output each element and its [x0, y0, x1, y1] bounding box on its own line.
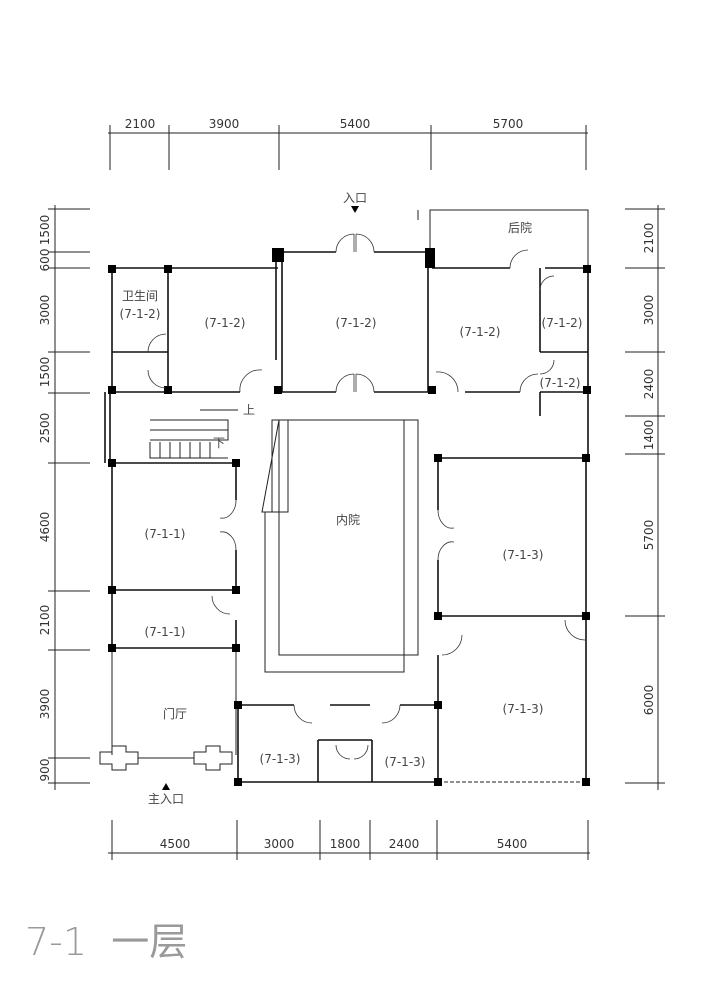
dim-top-2: 3900 — [209, 117, 240, 131]
courtyard-label: 内院 — [336, 513, 360, 527]
room-7-1-3-a: (7-1-3) — [503, 548, 544, 562]
dim-right-4: 1400 — [642, 420, 656, 451]
dim-top-1: 2100 — [125, 117, 156, 131]
room-7-1-1-a: (7-1-1) — [145, 527, 186, 541]
room-7-1-2-a: (7-1-2) — [205, 316, 246, 330]
staircase: 上 下 — [149, 403, 255, 459]
entrance-markers: 入口 主入口 — [148, 191, 367, 806]
dim-right-6: 6000 — [642, 685, 656, 716]
main-entrance-label: 主入口 — [148, 792, 184, 806]
dim-left-5: 2500 — [38, 413, 52, 444]
dim-left-3: 3000 — [38, 295, 52, 326]
room-7-1-2-b: (7-1-2) — [336, 316, 377, 330]
dim-bottom-4: 2400 — [389, 837, 420, 851]
main-entrance-posts — [99, 745, 233, 771]
walls — [104, 209, 589, 783]
dim-left-1: 1500 — [38, 215, 52, 246]
back-yard-label: 后院 — [508, 221, 532, 235]
top-entrance-label: 入口 — [343, 191, 367, 205]
room-7-1-2-e: (7-1-2) — [540, 376, 581, 390]
room-labels: 卫生间 (7-1-2) (7-1-2) (7-1-2) (7-1-2) (7-1… — [120, 221, 583, 769]
dim-bottom-3: 1800 — [330, 837, 361, 851]
plan-title: 7-1 一层 — [25, 920, 187, 964]
dim-left-4: 1500 — [38, 357, 52, 388]
room-7-1-2-c: (7-1-2) — [460, 325, 501, 339]
bathroom-code: (7-1-2) — [120, 307, 161, 321]
dim-bottom-2: 3000 — [264, 837, 295, 851]
room-7-1-2-d: (7-1-2) — [542, 316, 583, 330]
main-entrance-arrow-icon — [162, 783, 170, 790]
dim-top-3: 5400 — [340, 117, 371, 131]
dim-right-3: 2400 — [642, 369, 656, 400]
dim-left-2: 600 — [38, 249, 52, 272]
bathroom-name: 卫生间 — [122, 289, 158, 303]
dim-right-5: 5700 — [642, 520, 656, 551]
doors — [147, 233, 586, 760]
room-7-1-3-d: (7-1-3) — [385, 755, 426, 769]
dim-right-2: 3000 — [642, 295, 656, 326]
room-7-1-3-b: (7-1-3) — [503, 702, 544, 716]
room-7-1-3-c: (7-1-3) — [260, 752, 301, 766]
dim-bottom-1: 4500 — [160, 837, 191, 851]
top-entrance-arrow-icon — [351, 206, 359, 213]
stair-down-label: 下 — [213, 436, 225, 450]
right-dimension-chain: 2100 3000 2400 1400 5700 6000 — [625, 205, 665, 790]
dim-right-1: 2100 — [642, 223, 656, 254]
bottom-dimension-chain: 4500 3000 1800 2400 5400 — [108, 820, 590, 860]
dim-left-6: 4600 — [38, 512, 52, 543]
left-dimension-chain: 1500 600 3000 1500 2500 4600 2100 3900 9… — [38, 205, 90, 790]
top-dimension-chain: 2100 3900 5400 5700 — [108, 117, 588, 170]
dim-left-9: 900 — [38, 759, 52, 782]
dim-top-4: 5700 — [493, 117, 524, 131]
stair-up-label: 上 — [243, 403, 255, 417]
dim-bottom-5: 5400 — [497, 837, 528, 851]
foyer-label: 门厅 — [163, 706, 187, 721]
dim-left-8: 3900 — [38, 689, 52, 720]
room-7-1-1-b: (7-1-1) — [145, 625, 186, 639]
structural-columns — [108, 248, 591, 786]
dim-left-7: 2100 — [38, 605, 52, 636]
